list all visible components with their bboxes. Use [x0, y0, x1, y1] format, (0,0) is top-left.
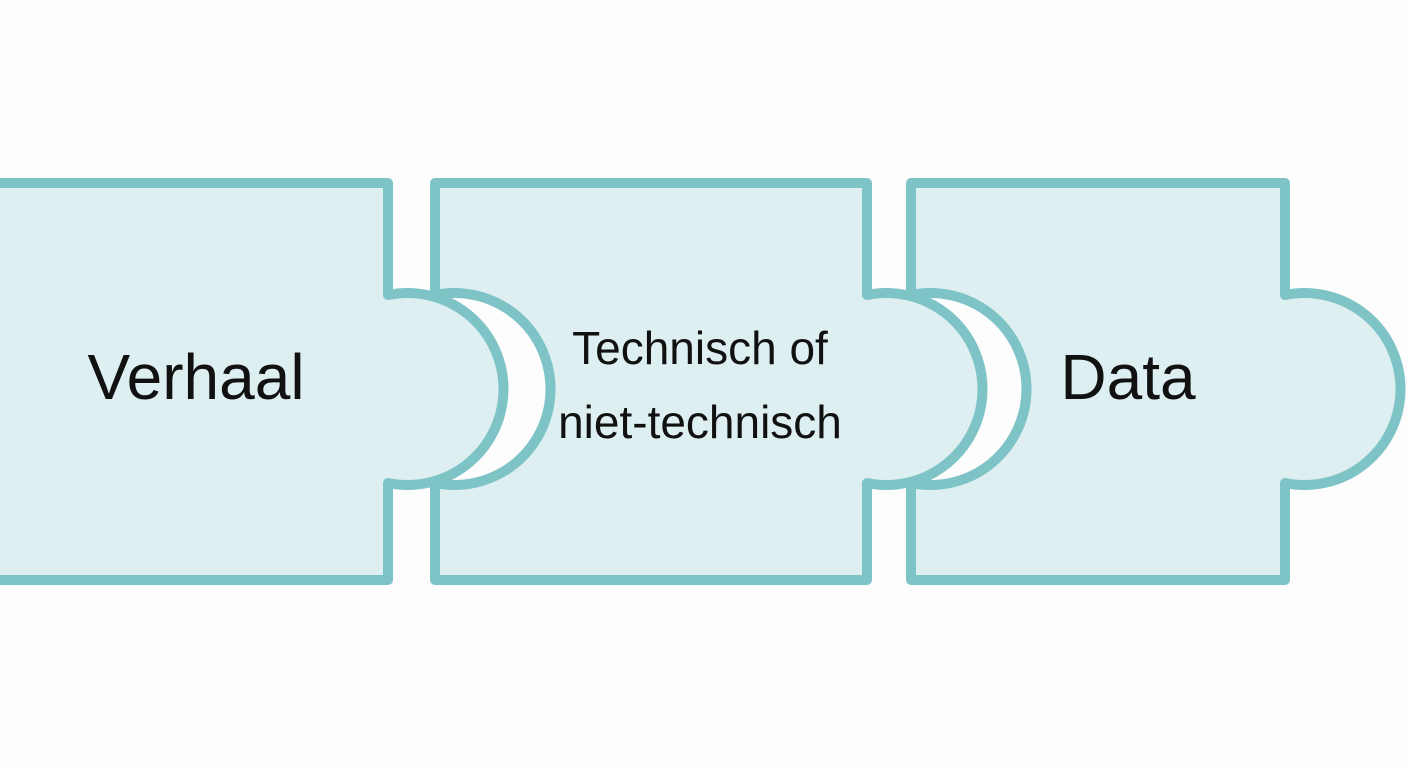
puzzle-piece-verhaal-label: Verhaal	[87, 341, 304, 413]
puzzle-piece-data-shape[interactable]	[906, 178, 1406, 585]
puzzle-piece-technisch-label-line2: niet-technisch	[558, 396, 842, 448]
puzzle-piece-technisch-label-line1: Technisch of	[572, 322, 828, 374]
puzzle-piece-verhaal-shape[interactable]	[0, 178, 509, 585]
puzzle-piece-verhaal[interactable]: Verhaal	[0, 178, 509, 585]
puzzle-piece-data-label: Data	[1060, 341, 1196, 413]
puzzle-piece-technisch-shape[interactable]	[430, 178, 988, 585]
puzzle-piece-data[interactable]: Data	[906, 178, 1406, 585]
puzzle-piece-technisch[interactable]: Technisch of niet-technisch	[430, 178, 988, 585]
